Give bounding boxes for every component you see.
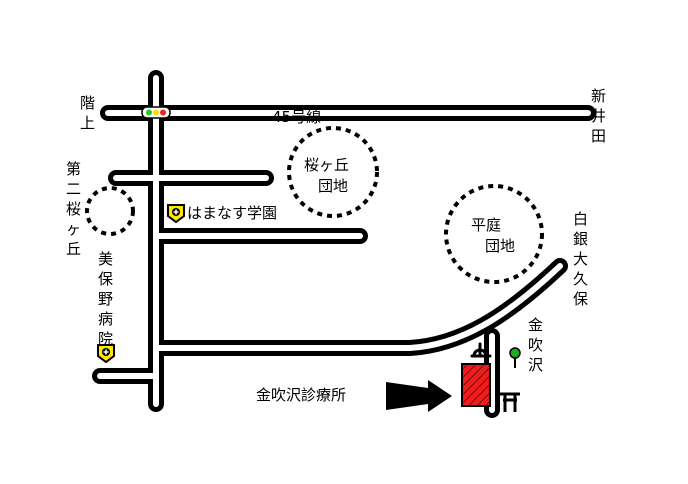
estate-areas <box>85 126 544 284</box>
svg-text:桜: 桜 <box>66 200 81 218</box>
label-daini-sakuragaoka: 第 二 桜 ヶ 丘 <box>66 160 81 258</box>
svg-text:白: 白 <box>573 210 588 228</box>
svg-text:保: 保 <box>573 290 588 308</box>
medical-cross-icon <box>167 204 185 224</box>
svg-text:平庭: 平庭 <box>471 216 501 234</box>
svg-text:団地: 団地 <box>485 237 515 255</box>
svg-text:院: 院 <box>98 330 113 348</box>
label-hamanasu: はまなす学園 <box>187 204 277 222</box>
svg-text:桜ヶ丘: 桜ヶ丘 <box>304 156 349 174</box>
svg-text:団地: 団地 <box>318 177 348 195</box>
svg-text:美: 美 <box>98 250 113 268</box>
label-kaiue: 階 上 <box>80 94 95 132</box>
svg-text:沢: 沢 <box>528 356 543 374</box>
svg-text:階: 階 <box>80 94 95 112</box>
svg-text:上: 上 <box>80 114 95 132</box>
medical-cross-icon <box>97 344 115 364</box>
svg-text:久: 久 <box>573 270 588 288</box>
svg-text:銀: 銀 <box>573 230 588 248</box>
traffic-signal-icon <box>141 106 171 119</box>
tree-icon <box>509 347 521 368</box>
label-mihono-hospital: 美 保 野 病 院 <box>98 250 113 348</box>
label-shiroganeokubo: 白 銀 大 久 保 <box>573 210 588 308</box>
hamanasu-marker: はまなす学園 <box>167 204 277 224</box>
label-route-45: 45号線 <box>272 108 321 126</box>
roads <box>92 70 596 418</box>
sakuragaoka-estate-outline <box>287 126 379 218</box>
svg-text:井: 井 <box>591 107 606 125</box>
daini-sakuragaoka-outline <box>85 186 135 236</box>
label-clinic: 金吹沢診療所 <box>256 386 346 404</box>
clinic-building <box>461 363 491 407</box>
label-hiraniwa: 平庭 団地 <box>471 216 515 255</box>
arrow-icon <box>386 380 452 412</box>
svg-text:二: 二 <box>66 180 81 198</box>
hiraniwa-estate-outline <box>444 184 544 284</box>
label-sakuragaoka: 桜ヶ丘 団地 <box>304 156 349 195</box>
svg-text:病: 病 <box>98 310 113 328</box>
label-niiida: 新 井 田 <box>591 87 606 145</box>
svg-text:金: 金 <box>528 316 543 334</box>
torii-icon <box>500 392 520 412</box>
svg-text:丘: 丘 <box>66 240 81 258</box>
svg-text:ヶ: ヶ <box>66 220 81 238</box>
svg-text:野: 野 <box>98 290 113 308</box>
svg-text:吹: 吹 <box>528 336 543 354</box>
svg-text:第: 第 <box>66 160 81 178</box>
temple-icon <box>470 342 492 358</box>
svg-text:保: 保 <box>98 270 113 288</box>
label-kanefukisawa: 金 吹 沢 <box>528 316 543 374</box>
svg-text:大: 大 <box>573 250 588 268</box>
svg-text:田: 田 <box>591 127 606 145</box>
svg-text:新: 新 <box>591 87 606 105</box>
